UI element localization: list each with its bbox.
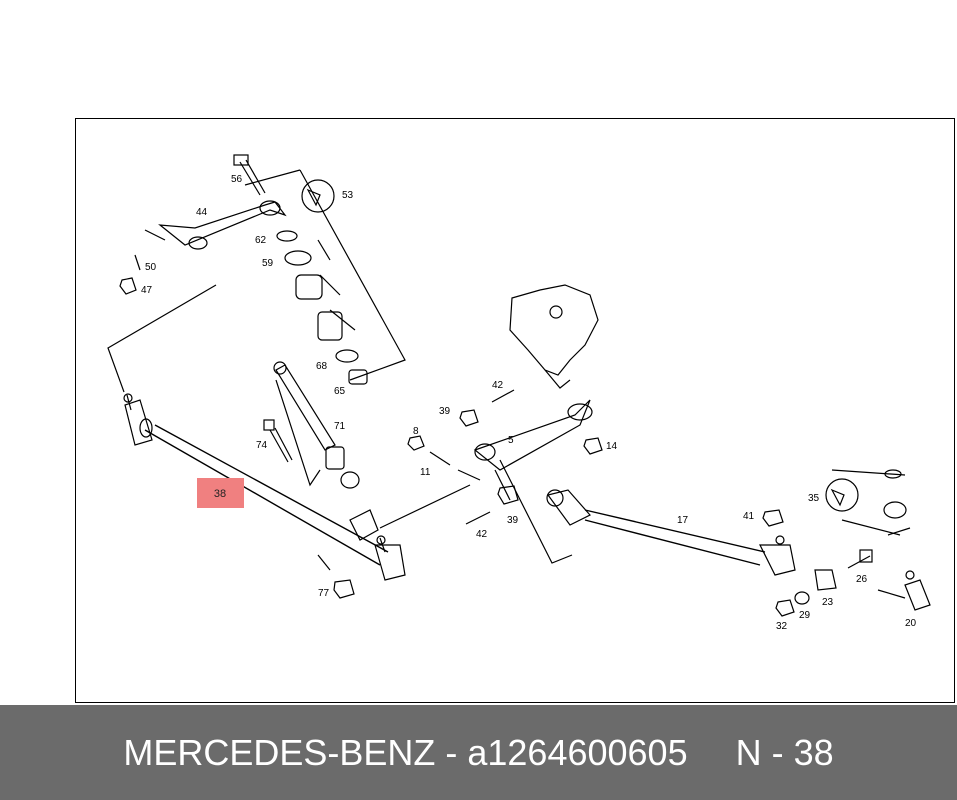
part-label: 62 [255,235,267,246]
part-labels: 56 53 44 62 59 50 47 68 65 42 39 71 8 5 … [141,174,917,632]
steering-gear-box [509,284,599,376]
highlight-label: 38 [214,488,226,500]
part-label: 50 [145,262,157,273]
ball-joint-left [124,399,153,446]
part-label: 5 [508,435,514,446]
separator: - [435,731,468,773]
part-label: 42 [492,380,504,391]
ball-joint-right [374,544,406,581]
part-label: 11 [420,467,431,478]
part-label: 77 [318,588,330,599]
part-label: 65 [334,386,346,397]
part-label: 42 [476,529,488,540]
highlight-box [197,478,244,508]
steering-damper-71 [275,364,336,451]
tie-rod-38 [144,429,381,566]
part-label: 56 [231,174,243,185]
part-label: 20 [905,618,917,629]
brand-name: MERCEDES-BENZ [123,731,436,773]
part-label: 68 [316,361,328,372]
pitman-arm-5 [473,399,591,471]
wrench-35-icon [825,478,859,512]
idler-arm-44 [158,201,287,246]
bracket-line-left [107,284,217,393]
part-label: 71 [334,421,346,432]
part-label: 44 [196,207,208,218]
bracket-line-right [299,169,406,381]
wrench-53-icon [301,179,335,213]
part-label: 39 [439,406,451,417]
footer-bar: MERCEDES-BENZ - a1264600605 N - 38 [0,705,957,800]
diagram-frame [75,118,955,703]
part-label: 74 [256,440,268,451]
part-label: 41 [743,511,755,522]
part-label: 39 [507,515,519,526]
part-label: 29 [799,610,811,621]
part-label: 32 [776,621,788,632]
part-label: 8 [413,426,419,437]
part-number: a1264600605 [467,731,688,773]
steering-linkage-diagram: 38 56 53 44 62 59 50 47 68 65 42 39 71 8… [107,154,931,632]
reference-label: N - 38 [735,731,834,773]
part-label: 59 [262,258,274,269]
part-label: 26 [856,574,868,585]
part-label: 23 [822,597,834,608]
bracket-line-top [244,169,301,186]
part-label: 53 [342,190,354,201]
drag-link-17 [584,509,766,553]
part-label: 47 [141,285,153,296]
footer-text: MERCEDES-BENZ - a1264600605 N - 38 [123,732,833,774]
part-label: 14 [606,441,618,452]
part-label: 17 [677,515,689,526]
part-label: 35 [808,493,820,504]
